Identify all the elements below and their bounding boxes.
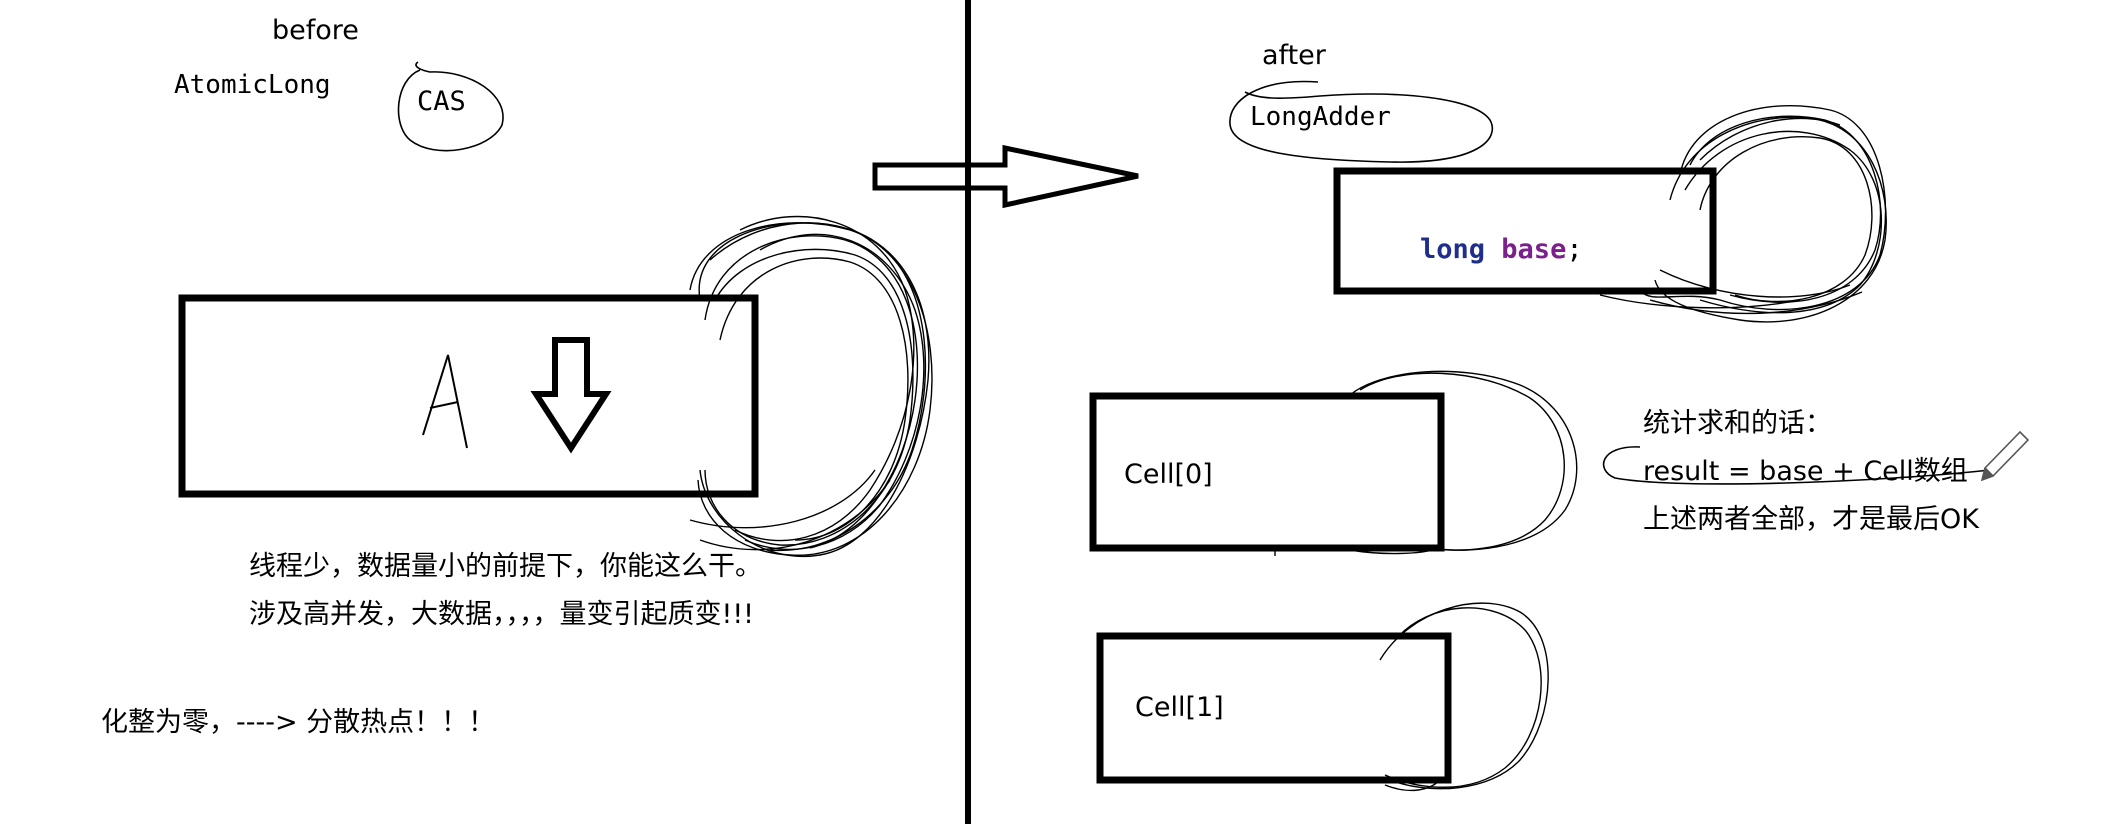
pencil-icon [1980, 430, 2030, 482]
cas-loop [397, 61, 504, 152]
code-keyword: long [1420, 234, 1486, 265]
sum-line2: result = base + Cell数组 [1643, 456, 1968, 487]
cell0-box [1089, 392, 1445, 552]
before-label: before [272, 15, 359, 46]
code-variable: base [1501, 234, 1567, 265]
scribble-left [689, 215, 933, 558]
base-box [1333, 167, 1717, 295]
scribble-cell0 [1274, 370, 1578, 556]
handwritten-a [422, 354, 468, 449]
longadder-loop [1229, 80, 1494, 163]
cell0-label: Cell[0] [1124, 459, 1213, 490]
sum-line3: 上述两者全部，才是最后OK [1643, 504, 1979, 535]
motto-text: 化整为零，----> 分散热点！！！ [101, 707, 496, 738]
cell1-box [1096, 632, 1452, 784]
code-semicolon: ; [1566, 234, 1583, 265]
box-a [178, 294, 759, 498]
note-line2: 涉及高并发，大数据，，，，量变引起质变!!! [249, 599, 754, 630]
after-label: after [1262, 40, 1326, 71]
note-line1: 线程少，数据量小的前提下，你能这么干。 [249, 551, 762, 582]
base-code: long base; [1420, 234, 1583, 265]
sum-line1: 统计求和的话： [1643, 408, 1832, 439]
longadder-label: LongAdder [1250, 102, 1391, 132]
down-arrow [530, 337, 612, 454]
scribble-cell1 [1379, 602, 1549, 792]
atomiclong-label: AtomicLong [174, 70, 331, 100]
cell1-label: Cell[1] [1135, 692, 1224, 723]
big-right-arrow [872, 144, 1139, 209]
cas-label: CAS [417, 86, 466, 117]
scribble-base [1599, 105, 1887, 323]
